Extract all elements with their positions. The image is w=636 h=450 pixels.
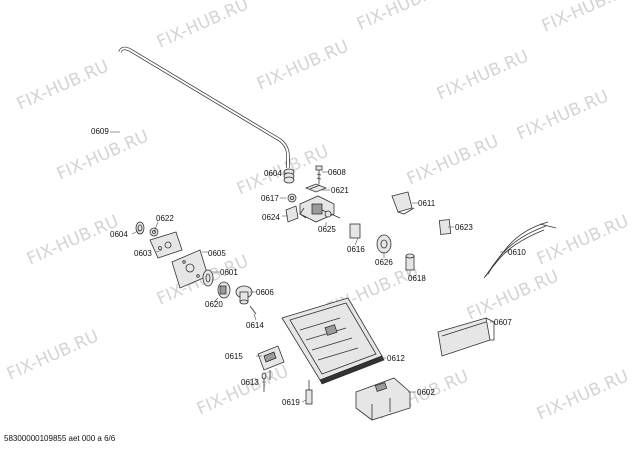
part-0609-rod bbox=[118, 46, 290, 229]
callout-0606: 0606 bbox=[256, 288, 274, 297]
part-0604-spring-bottom bbox=[135, 221, 145, 235]
callout-labels: 0609 0604 0608 0617 0621 0611 0624 0625 … bbox=[91, 127, 526, 407]
diagram-footer-code: 58300000109855 aet 000 a 6/6 bbox=[4, 434, 116, 443]
part-0602-bracket bbox=[355, 377, 411, 421]
callout-0620: 0620 bbox=[205, 300, 223, 309]
watermark-text: FIX-HUB.RU bbox=[14, 56, 112, 114]
part-0624-bracket bbox=[285, 205, 299, 223]
part-0626-ring bbox=[376, 234, 392, 254]
watermark-text: FIX-HUB.RU bbox=[254, 36, 352, 94]
watermark-text: FIX-HUB.RU bbox=[24, 211, 122, 269]
callout-0607: 0607 bbox=[494, 318, 512, 327]
callout-0623: 0623 bbox=[455, 223, 473, 232]
watermark-text: FIX-HUB.RU bbox=[154, 0, 252, 53]
callout-0618: 0618 bbox=[408, 274, 426, 283]
callout-0603: 0603 bbox=[134, 249, 152, 258]
part-0618-cylinder bbox=[405, 253, 415, 271]
callout-0609: 0609 bbox=[91, 127, 109, 136]
part-0604-spring-top bbox=[283, 168, 295, 184]
callout-0608: 0608 bbox=[328, 168, 346, 177]
part-0625-valve bbox=[299, 195, 341, 223]
part-0619-igniter bbox=[305, 380, 313, 405]
part-0612-tray bbox=[281, 297, 385, 385]
part-0614-screw bbox=[249, 305, 257, 315]
part-0617-nut bbox=[287, 193, 297, 203]
part-0613-probe bbox=[261, 372, 267, 392]
callout-0604-top: 0604 bbox=[264, 169, 282, 178]
part-0620-knob bbox=[217, 281, 231, 299]
watermark-text: FIX-HUB.RU bbox=[514, 86, 612, 144]
part-0601-gasket bbox=[202, 269, 214, 287]
part-0608-screw bbox=[315, 165, 323, 184]
callout-0604-bottom: 0604 bbox=[110, 230, 128, 239]
watermark-text: FIX-HUB.RU bbox=[354, 0, 452, 35]
callout-0615: 0615 bbox=[225, 352, 243, 361]
callout-0622: 0622 bbox=[156, 214, 174, 223]
part-0606-knob bbox=[235, 285, 253, 305]
part-0615-block bbox=[257, 345, 285, 380]
watermark-text: FIX-HUB.RU bbox=[539, 0, 636, 37]
callout-0625: 0625 bbox=[318, 225, 336, 234]
callout-0611: 0611 bbox=[418, 199, 436, 208]
callout-0613: 0613 bbox=[241, 378, 259, 387]
part-0610-wire bbox=[483, 221, 557, 279]
watermark-text: FIX-HUB.RU bbox=[464, 266, 562, 324]
watermark-text: FIX-HUB.RU bbox=[194, 361, 292, 419]
callout-0612: 0612 bbox=[387, 354, 405, 363]
part-0623-plate bbox=[438, 219, 452, 235]
callout-0621: 0621 bbox=[331, 186, 349, 195]
watermark-text: FIX-HUB.RU bbox=[434, 46, 532, 104]
callout-0605: 0605 bbox=[208, 249, 226, 258]
callout-0602: 0602 bbox=[417, 388, 435, 397]
callout-0610: 0610 bbox=[508, 248, 526, 257]
part-0621-clip bbox=[304, 183, 328, 193]
part-0616-plate bbox=[349, 223, 361, 239]
leader-lines bbox=[110, 131, 508, 403]
part-0611-cap bbox=[391, 191, 415, 215]
callout-0616: 0616 bbox=[347, 245, 365, 254]
watermark-text: FIX-HUB.RU bbox=[404, 131, 502, 189]
watermark-text: FIX-HUB.RU bbox=[534, 366, 632, 424]
part-0607-rail bbox=[437, 317, 495, 357]
watermark-text: FIX-HUB.RU bbox=[534, 211, 632, 269]
callout-0601: 0601 bbox=[220, 268, 238, 277]
watermark-text: FIX-HUB.RU bbox=[4, 326, 102, 384]
callout-0619: 0619 bbox=[282, 398, 300, 407]
callout-0617: 0617 bbox=[261, 194, 279, 203]
callout-0614: 0614 bbox=[246, 321, 264, 330]
callout-0624: 0624 bbox=[262, 213, 280, 222]
callout-0626: 0626 bbox=[375, 258, 393, 267]
